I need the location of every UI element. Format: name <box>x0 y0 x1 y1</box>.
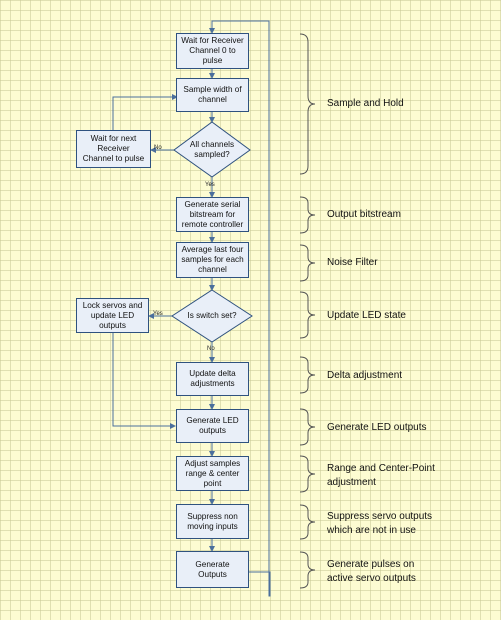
step-update-delta: Update delta adjustments <box>176 362 249 396</box>
brace <box>299 196 316 234</box>
annotation-pulses-line1: Generate pulses on <box>327 559 415 570</box>
annotation-update-led-state: Update LED state <box>327 310 406 321</box>
annotation-noise-filter: Noise Filter <box>327 257 378 268</box>
step-suppress-inputs: Suppress non moving inputs <box>176 504 249 539</box>
brace <box>299 551 316 589</box>
edge-label-no: No <box>207 346 215 352</box>
step-wait-channel0: Wait for Receiver Channel 0 to pulse <box>176 33 249 69</box>
edge-label-yes: Yes <box>205 182 215 188</box>
annotation-range-center-line2: adjustment <box>327 477 376 488</box>
step-generate-led: Generate LED outputs <box>176 409 249 443</box>
edge-label-no: No <box>154 145 162 151</box>
step-wait-next-channel: Wait for next Receiver Channel to pulse <box>76 130 151 168</box>
annotation-pulses-line2: active servo outputs <box>327 573 416 584</box>
step-generate-bitstream: Generate serial bitstream for remote con… <box>176 197 249 232</box>
connector <box>112 94 178 130</box>
annotation-range-center-line1: Range and Center-Point <box>327 463 435 474</box>
connector <box>209 20 271 597</box>
annotation-suppress-line1: Suppress servo outputs <box>327 511 433 522</box>
step-sample-width: Sample width of channel <box>176 78 249 112</box>
annotation-delta-adjustment: Delta adjustment <box>327 370 403 381</box>
brace <box>299 291 316 339</box>
decision-switch-shape <box>171 289 253 343</box>
decision-all-sampled-label: All channels sampled? <box>189 140 235 159</box>
connector <box>112 333 176 429</box>
annotation-suppress-line2: which are not in use <box>327 525 416 536</box>
brace <box>299 33 316 175</box>
brace <box>299 408 316 446</box>
step-generate-outputs: Generate Outputs <box>176 551 249 588</box>
step-adjust-samples: Adjust samples range & center point <box>176 456 249 491</box>
brace <box>299 356 316 394</box>
brace <box>299 504 316 540</box>
step-lock-servos: Lock servos and update LED outputs <box>76 298 149 333</box>
brace <box>299 244 316 282</box>
edge-label-yes: Yes <box>153 311 163 317</box>
brace <box>299 455 316 493</box>
annotation-generate-led-outputs: Generate LED outputs <box>327 422 427 433</box>
annotation-sample-and-hold: Sample and Hold <box>327 98 404 109</box>
decision-all-sampled-shape <box>173 121 251 178</box>
annotation-output-bitstream: Output bitstream <box>327 209 401 220</box>
step-average-samples: Average last four samples for each chann… <box>176 242 249 278</box>
decision-switch-label: Is switch set? <box>187 311 237 320</box>
